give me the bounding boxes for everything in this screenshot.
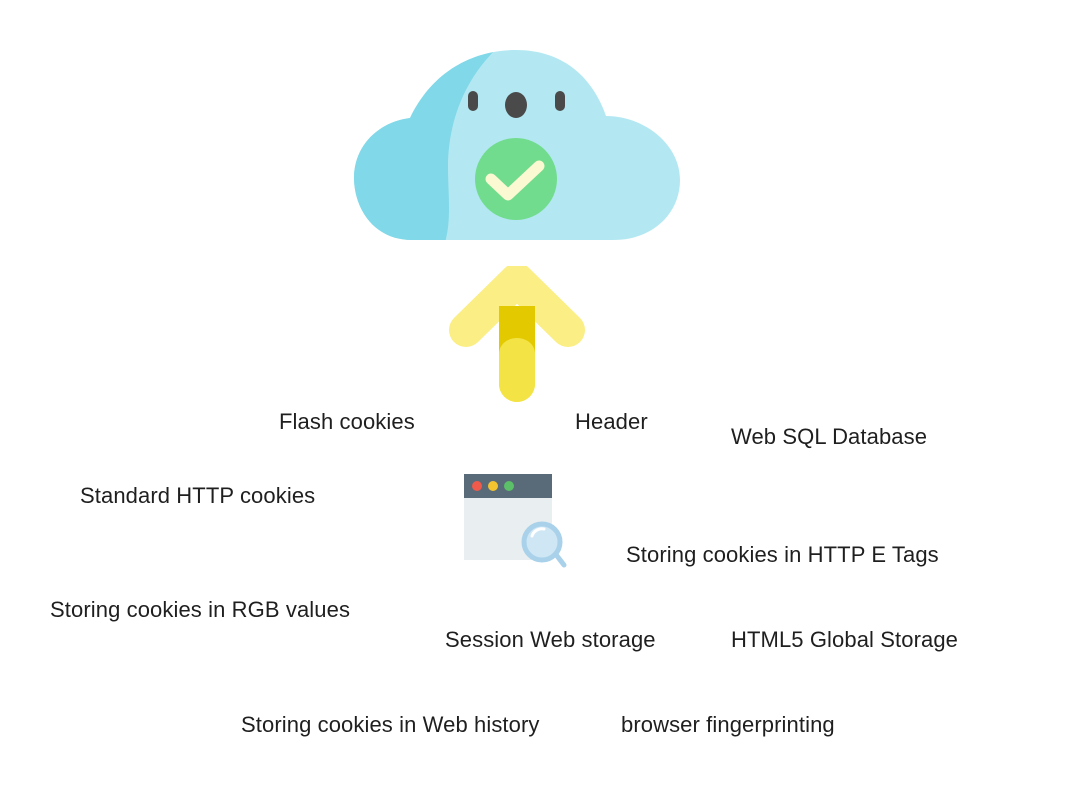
label-header: Header [575, 409, 648, 434]
cloud-mouth [505, 92, 527, 118]
upload-arrow-icon [449, 266, 585, 402]
check-mark [485, 160, 545, 201]
label-web-sql-database: Web SQL Database [731, 424, 928, 449]
browser-dot-yellow [488, 481, 498, 491]
label-html5-global-storage: HTML5 Global Storage [731, 627, 958, 652]
arrow-stem-highlight [499, 338, 535, 402]
label-rgb-values: Storing cookies in RGB values [50, 597, 351, 622]
cloud-right-eye [555, 91, 565, 111]
cloud-left-eye [468, 91, 478, 111]
cloud-check-icon [354, 50, 680, 240]
label-standard-http-cookies: Standard HTTP cookies [80, 483, 316, 508]
label-browser-fingerprinting: browser fingerprinting [621, 712, 835, 737]
label-web-history: Storing cookies in Web history [241, 712, 540, 737]
arrow-head [449, 266, 585, 347]
magnifier-shine [530, 527, 546, 538]
check-circle [475, 138, 557, 220]
label-http-etags: Storing cookies in HTTP E Tags [626, 542, 939, 567]
browser-dot-red [472, 481, 482, 491]
label-flash-cookies: Flash cookies [279, 409, 415, 434]
label-session-web-storage: Session Web storage [445, 627, 656, 652]
browser-dot-green [504, 481, 514, 491]
browser-search-icon [464, 474, 567, 568]
